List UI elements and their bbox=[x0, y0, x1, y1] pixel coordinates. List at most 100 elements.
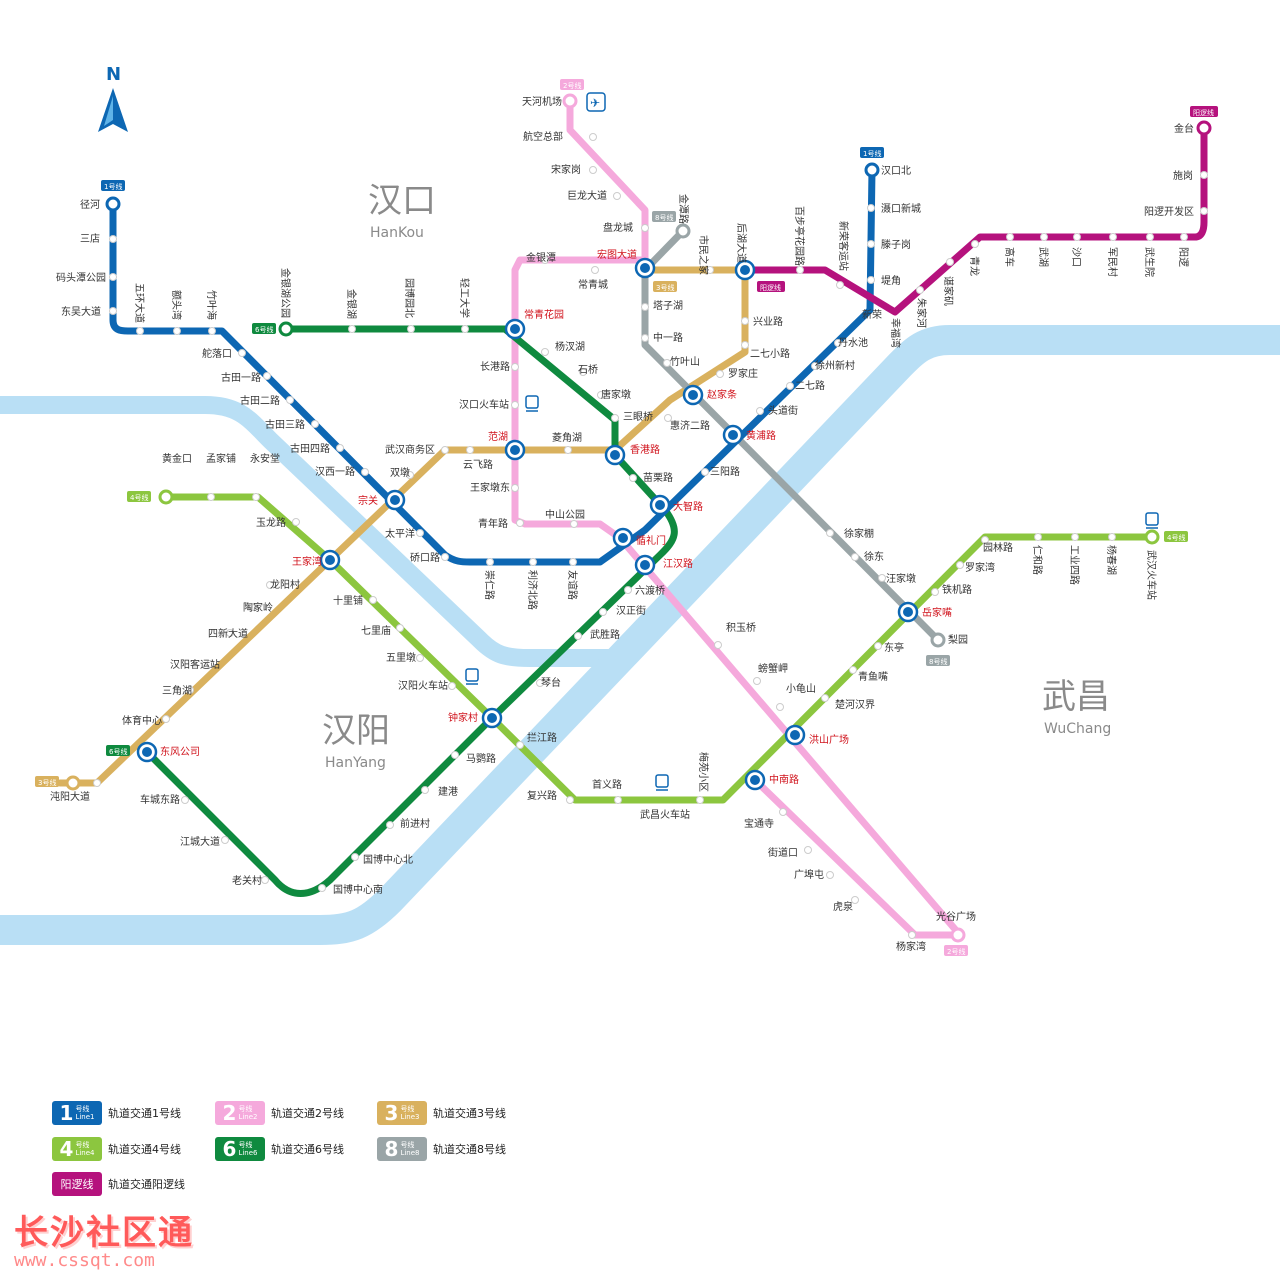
terminal-wuhanhuochezhan[interactable] bbox=[1144, 529, 1160, 545]
stn-youyilu: 友谊路 bbox=[566, 570, 579, 600]
legend-line3-num: 3 bbox=[384, 1101, 399, 1125]
tag-yangluo-top: 阳逻线 bbox=[1193, 108, 1214, 117]
tag-line1-top: 1号线 bbox=[104, 182, 122, 191]
stn-mengjiapu: 孟家铺 bbox=[206, 452, 236, 465]
stn-jiyuqiao: 积玉桥 bbox=[726, 622, 756, 634]
transfer-dazhilu[interactable] bbox=[649, 494, 671, 516]
terminal-jinyinhugongyuan[interactable] bbox=[278, 321, 294, 337]
legend-line1-cn: 号线 bbox=[75, 1105, 90, 1113]
transfer-zhongnanlu[interactable] bbox=[744, 769, 766, 791]
stn-taipingyang: 太平洋 bbox=[385, 527, 415, 540]
terminal-jintanlu[interactable] bbox=[675, 223, 691, 239]
transfer-hongtudadao[interactable] bbox=[634, 257, 656, 279]
terminal-hankoubei[interactable] bbox=[864, 162, 880, 178]
terminal-tianhejichang[interactable] bbox=[562, 93, 578, 109]
stn-jintanlu: 金潭路 bbox=[677, 194, 690, 224]
stn-wuhanshangwuqu: 武汉商务区 bbox=[385, 443, 435, 456]
terminal-guangguguangchang[interactable] bbox=[950, 927, 966, 943]
stn-yulonglu: 玉龙路 bbox=[256, 516, 286, 529]
compass-north-icon: N bbox=[98, 64, 128, 132]
stn-xugang: 施岗 bbox=[1173, 169, 1193, 182]
district-wuchang-en: WuChang bbox=[1044, 721, 1111, 737]
stn-changqinghuayuan: 常青花园 bbox=[524, 308, 564, 321]
stn-luojiazhuang: 罗家庄 bbox=[728, 367, 758, 380]
stn-diijiao: 堤角 bbox=[881, 275, 901, 287]
stn-sixindadao: 四新大道 bbox=[208, 627, 248, 640]
transfer-houhu[interactable] bbox=[734, 259, 756, 281]
transfer-hongshanguangchang[interactable] bbox=[784, 724, 806, 746]
stn-wangjiadun: 王家墩东 bbox=[470, 481, 510, 494]
stn-changgang: 长港路 bbox=[480, 360, 510, 373]
stn-tanzihu: 滕子岗 bbox=[881, 238, 911, 251]
transfer-xunlimen[interactable] bbox=[612, 527, 634, 549]
transfer-zhaojiatiao[interactable] bbox=[682, 384, 704, 406]
stn-xiaoguishan: 小龟山 bbox=[786, 683, 816, 695]
district-hanyang-en: HanYang bbox=[325, 755, 386, 771]
stn-baotongsi: 宝通寺 bbox=[744, 817, 774, 830]
stn-fanhu: 范湖 bbox=[488, 430, 508, 443]
terminal-huangjinkou[interactable] bbox=[158, 489, 174, 505]
transfer-huangpulu[interactable] bbox=[722, 424, 744, 446]
district-hankou: 汉口 bbox=[368, 181, 436, 221]
stn-liudu: 六渡桥 bbox=[635, 584, 665, 597]
transfer-wangjiawan[interactable] bbox=[319, 549, 341, 571]
tag-line8-bottom: 8号线 bbox=[929, 657, 947, 666]
district-hankou-en: HanKou bbox=[370, 225, 424, 241]
stn-lijibeilu: 利济北路 bbox=[526, 570, 539, 610]
stn-renhelu: 仁和路 bbox=[1031, 545, 1044, 575]
legend-line8-text: 轨道交通8号线 bbox=[433, 1143, 506, 1156]
station-labels: 径河 三店 码头潭公园 东吴大道 舵落口 古田一路 古田二路 古田三路 古田四路… bbox=[50, 95, 1194, 953]
stn-shiqiao: 石桥 bbox=[578, 364, 598, 376]
stn-sanjiaohu: 三角湖 bbox=[162, 685, 192, 697]
stn-chuhehanjie: 楚河汉界 bbox=[835, 698, 875, 711]
transfer-xianggang[interactable] bbox=[604, 444, 626, 466]
transfer-jianghanlu[interactable] bbox=[634, 554, 656, 576]
stn-miaolilu: 苗栗路 bbox=[643, 471, 673, 484]
terminal-jintai[interactable] bbox=[1196, 120, 1212, 136]
stn-qiaokou-luo: 舵落口 bbox=[202, 347, 232, 360]
stn-tazihu: 塔子湖 bbox=[653, 299, 683, 312]
watermark-title: 长沙社区通 bbox=[14, 1213, 194, 1253]
transfer-dongfenggongsi[interactable] bbox=[136, 741, 158, 763]
stn-tanjiadun: 谌家矶 bbox=[942, 276, 955, 306]
stn-zhongjiacun: 钟家村 bbox=[448, 711, 478, 724]
terminal-zhuanyangdadao[interactable] bbox=[65, 775, 81, 791]
stn-chechengdonglu: 车城东路 bbox=[140, 793, 180, 806]
terminal-liyuan[interactable] bbox=[930, 632, 946, 648]
district-hanyang: 汉阳 bbox=[322, 711, 390, 751]
tag-line3-top: 3号线 bbox=[656, 283, 674, 292]
stn-zhongyilu: 中一路 bbox=[653, 331, 683, 344]
tag-line3-left: 3号线 bbox=[38, 778, 56, 787]
district-wuchang: 武昌 bbox=[1042, 677, 1110, 717]
transfer-fanhu[interactable] bbox=[504, 439, 526, 461]
stn-tangjiadun: 唐家墩 bbox=[601, 388, 631, 401]
stn-xuzhouxincun: 徐州新村 bbox=[815, 359, 855, 372]
transfer-zhongjiacun[interactable] bbox=[481, 707, 503, 729]
stn-huangjinkou: 黄金口 bbox=[162, 452, 192, 465]
transfer-changqinghuayuan[interactable] bbox=[504, 318, 526, 340]
stn-tiejilu: 铁机路 bbox=[942, 583, 972, 596]
stn-wuhu: 武湖 bbox=[1037, 247, 1050, 267]
legend-line3-en: Line3 bbox=[400, 1113, 420, 1121]
stn-dongting: 东亭 bbox=[884, 641, 904, 654]
stn-yuanboyuanbei: 园博园北 bbox=[403, 278, 416, 318]
legend-line1-text: 轨道交通1号线 bbox=[108, 1107, 181, 1120]
station-dots bbox=[93, 133, 1208, 939]
legend-line8-num: 8 bbox=[384, 1137, 399, 1161]
transfer-zongguan[interactable] bbox=[384, 489, 406, 511]
legend-line6-num: 6 bbox=[222, 1137, 237, 1161]
legend-yangluo: 阳逻线 轨道交通阳逻线 bbox=[52, 1171, 185, 1197]
stn-jiangang: 建港 bbox=[438, 785, 458, 798]
stn-gongyesilu: 工业四路 bbox=[1068, 545, 1081, 585]
stn-changqingcheng: 常青城 bbox=[578, 278, 608, 291]
yangluo-route bbox=[741, 124, 1208, 316]
tag-line8-top: 8号线 bbox=[655, 213, 673, 222]
legend-line3-cn: 号线 bbox=[400, 1105, 415, 1113]
legend-yangluo-num: 阳逻线 bbox=[60, 1178, 94, 1191]
terminal-jinghe[interactable] bbox=[105, 196, 121, 212]
transfer-yuejiazui[interactable] bbox=[897, 601, 919, 623]
stn-sanyanglu: 三阳路 bbox=[710, 465, 740, 478]
train-station-icon-wuchang bbox=[655, 774, 669, 791]
